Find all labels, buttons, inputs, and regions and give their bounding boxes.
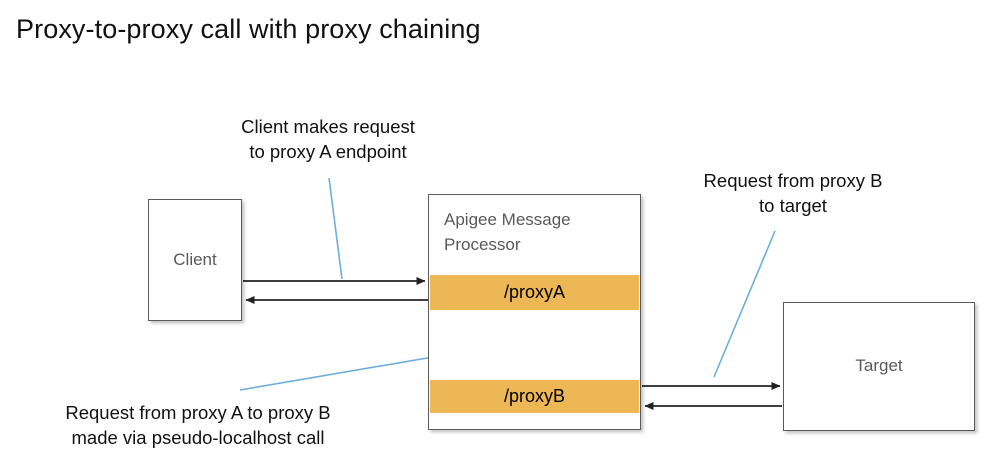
leader-line-client-request	[328, 177, 343, 280]
annotation-chaining-note: Request from proxy A to proxy B made via…	[65, 402, 331, 448]
page-title: Proxy-to-proxy call with proxy chaining	[16, 14, 481, 44]
node-client-label: Client	[173, 250, 217, 269]
node-client	[148, 199, 242, 321]
node-target	[783, 302, 975, 431]
band-proxy-a: /proxyA	[430, 275, 639, 310]
node-target-label: Target	[855, 356, 903, 375]
annotation-client-request: Client makes request to proxy A endpoint	[241, 116, 415, 162]
node-message-processor-label: Apigee Message Processor	[444, 210, 571, 254]
annotation-target-request: Request from proxy B to target	[703, 170, 883, 216]
leader-line-target-request	[713, 230, 776, 378]
band-proxy-b: /proxyB	[430, 380, 639, 413]
